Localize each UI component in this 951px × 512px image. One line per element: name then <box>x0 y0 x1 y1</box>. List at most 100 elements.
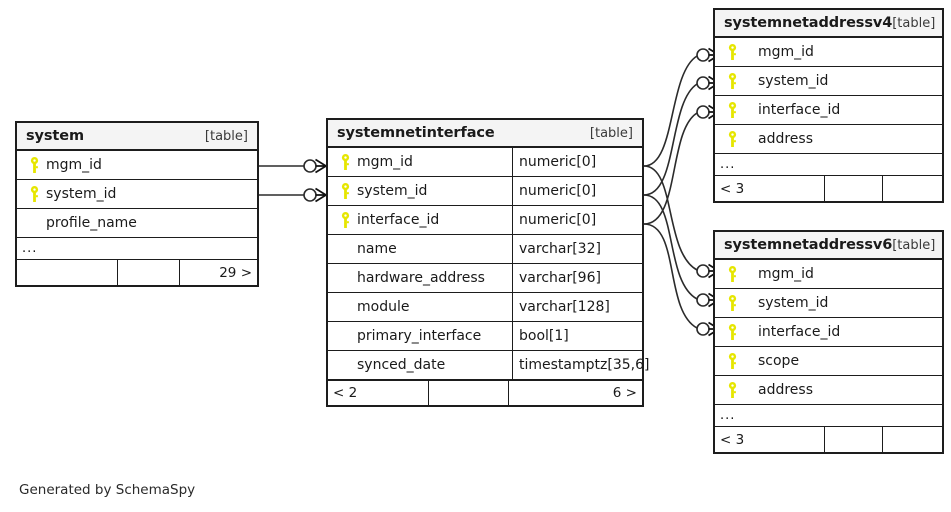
column-type: timestamptz[35,6] <box>512 351 649 379</box>
primary-key-icon <box>335 211 355 229</box>
table-row[interactable]: module varchar[128] <box>328 293 642 322</box>
table-system[interactable]: system [table] mgm_id <box>15 121 259 287</box>
more-columns-indicator[interactable]: ... <box>715 405 942 427</box>
column-name: name <box>357 241 397 257</box>
table-row[interactable]: profile_name <box>17 209 257 238</box>
table-row[interactable]: mgm_id <box>17 151 257 180</box>
column-name: system_id <box>758 295 829 311</box>
primary-key-icon <box>722 43 742 61</box>
table-systemnetaddressv6-title: systemnetaddressv6 <box>724 237 893 253</box>
column-cell: scope <box>715 347 942 375</box>
column-cell: interface_id <box>328 206 512 234</box>
table-row[interactable]: system_id <box>715 67 942 96</box>
table-systemnetaddressv6-kind: [table] <box>892 237 936 253</box>
relationship-system-mgmid-to-sni-mgmid <box>259 158 327 174</box>
relationship-sni-to-v6-interfaceid <box>643 223 720 337</box>
table-row[interactable]: interface_id <box>715 96 942 125</box>
table-row[interactable]: name varchar[32] <box>328 235 642 264</box>
table-row[interactable]: primary_interface bool[1] <box>328 322 642 351</box>
footer-middle[interactable] <box>824 427 882 452</box>
table-systemnetinterface-header[interactable]: systemnetinterface [table] <box>328 120 642 148</box>
column-name: system_id <box>46 186 117 202</box>
primary-key-icon <box>722 381 742 399</box>
column-cell: system_id <box>17 180 257 208</box>
column-type: varchar[96] <box>512 264 642 292</box>
footer-left[interactable] <box>17 260 117 285</box>
footer-right[interactable]: 29 > <box>179 260 257 285</box>
table-row[interactable]: interface_id <box>715 318 942 347</box>
column-type: numeric[0] <box>512 177 642 205</box>
column-name: address <box>758 382 814 398</box>
footer-left[interactable]: < 2 <box>333 385 358 401</box>
table-row[interactable]: mgm_id <box>715 38 942 67</box>
column-name: interface_id <box>758 324 841 340</box>
table-row[interactable]: interface_id numeric[0] <box>328 206 642 235</box>
generated-by-credit: Generated by SchemaSpy <box>19 482 196 498</box>
table-system-footer: 29 > <box>17 260 257 285</box>
column-cell: profile_name <box>17 209 257 237</box>
table-system-kind: [table] <box>204 128 248 144</box>
table-row[interactable]: system_id <box>715 289 942 318</box>
relationship-sni-to-v4-systemid <box>643 75 720 196</box>
more-columns-indicator[interactable]: ... <box>715 154 942 176</box>
table-systemnetaddressv6-header[interactable]: systemnetaddressv6 [table] <box>715 232 942 260</box>
primary-key-icon <box>722 130 742 148</box>
primary-key-icon <box>335 182 355 200</box>
table-systemnetaddressv4-header[interactable]: systemnetaddressv4 [table] <box>715 10 942 38</box>
column-name: system_id <box>357 183 428 199</box>
table-systemnetinterface[interactable]: systemnetinterface [table] mgm_id numeri… <box>326 118 649 407</box>
footer-left[interactable]: < 3 <box>720 180 745 197</box>
table-row[interactable]: synced_date timestamptz[35,6] <box>328 351 649 380</box>
primary-key-icon <box>335 153 355 171</box>
table-system-title: system <box>26 128 84 144</box>
footer-middle[interactable] <box>117 260 179 285</box>
relationship-sni-to-v4-mgmid <box>643 47 720 167</box>
primary-key-icon <box>722 294 742 312</box>
primary-key-icon <box>722 101 742 119</box>
relationship-sni-to-v6-mgmid <box>643 165 720 279</box>
column-type: numeric[0] <box>512 206 642 234</box>
footer-middle[interactable] <box>824 176 882 201</box>
table-row[interactable]: system_id numeric[0] <box>328 177 642 206</box>
column-cell: system_id <box>328 177 512 205</box>
table-row[interactable]: mgm_id <box>715 260 942 289</box>
footer-right[interactable] <box>882 176 942 201</box>
table-row[interactable]: system_id <box>17 180 257 209</box>
column-name: interface_id <box>758 102 841 118</box>
table-row[interactable]: mgm_id numeric[0] <box>328 148 642 177</box>
footer-middle[interactable] <box>428 381 508 405</box>
column-name: mgm_id <box>357 154 413 170</box>
column-cell: module <box>328 293 512 321</box>
table-systemnetaddressv6[interactable]: systemnetaddressv6 [table] mgm_id <box>713 230 944 454</box>
column-name: scope <box>758 353 800 369</box>
footer-right[interactable] <box>882 427 942 452</box>
table-system-header[interactable]: system [table] <box>17 123 257 151</box>
table-row[interactable]: address <box>715 376 942 405</box>
column-cell: mgm_id <box>328 148 512 176</box>
relationship-system-systemid-to-sni-systemid <box>259 187 327 203</box>
column-type: bool[1] <box>512 322 642 350</box>
column-cell: system_id <box>715 289 942 317</box>
column-name: module <box>357 299 410 315</box>
column-name: synced_date <box>357 357 446 373</box>
table-row[interactable]: hardware_address varchar[96] <box>328 264 642 293</box>
column-name: mgm_id <box>758 44 814 60</box>
table-systemnetaddressv4[interactable]: systemnetaddressv4 [table] mgm_id <box>713 8 944 203</box>
primary-key-icon <box>722 72 742 90</box>
relationship-sni-to-v4-interfaceid <box>643 104 720 225</box>
column-cell: mgm_id <box>17 151 257 179</box>
primary-key-icon <box>24 156 44 174</box>
column-cell: system_id <box>715 67 942 95</box>
column-cell: interface_id <box>715 96 942 124</box>
column-cell: name <box>328 235 512 263</box>
table-row[interactable]: scope <box>715 347 942 376</box>
column-name: profile_name <box>46 215 137 231</box>
more-columns-indicator[interactable]: ... <box>17 238 257 260</box>
relationship-sni-to-v6-systemid <box>643 194 720 308</box>
table-row[interactable]: address <box>715 125 942 154</box>
table-systemnetinterface-title: systemnetinterface <box>337 125 495 141</box>
table-systemnetinterface-kind: [table] <box>589 125 633 141</box>
footer-right[interactable]: 6 > <box>508 381 642 405</box>
footer-left[interactable]: < 3 <box>720 431 745 448</box>
